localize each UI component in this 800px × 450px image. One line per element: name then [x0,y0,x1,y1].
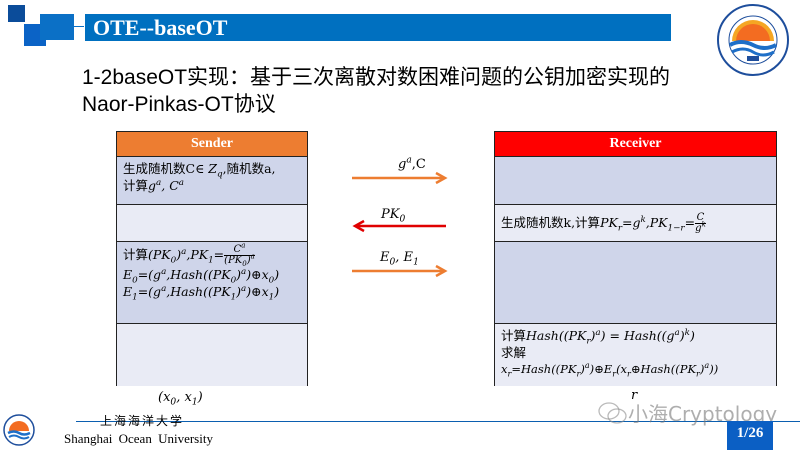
receiver-row-1 [495,157,776,205]
slide-subtitle: 1-2baseOT实现：基于三次离散对数困难问题的公钥加密实现的 Naor-Pi… [82,64,762,118]
sender-step-2-line-1: 计算(PK0)a,PK1=Ca(PK0)a [123,241,255,268]
footer-university-cn: 上海海洋大学 [100,414,185,428]
subtitle-line-2: Naor-Pinkas-OT协议 [82,93,276,116]
footer-university-en: Shanghai Ocean University [64,431,213,446]
arrow-left-icon [352,219,446,233]
wechat-icon [598,402,627,424]
receiver-row-3 [495,242,776,324]
message-3-label: E0, E1 [380,250,419,268]
decor-line [74,26,84,27]
page-number-badge: 1/26 [727,421,773,450]
sender-step-1-line-1: 生成随机数C∈ Zq,随机数a, [123,161,276,180]
receiver-step-2-line-2: 求解 [501,345,527,360]
receiver-step-2-line-3: xr=Hash((PKr)a)⊕Er(xr⊕Hash((PKr)a)) [501,361,719,379]
message-1-label: ga,C [398,155,426,172]
decor-square-1 [8,5,25,22]
university-logo [717,4,789,76]
subtitle-line-1: 1-2baseOT实现：基于三次离散对数困难问题的公钥加密实现的 [82,66,671,89]
sender-row-2 [117,205,307,242]
sender-step-2-line-3: E1=(ga,Hash((PK1)a)⊕x1) [123,283,280,303]
footer-university-logo [3,414,35,446]
sender-step-1-line-2: 计算ga, Ca [123,177,184,193]
receiver-input-label: r [631,388,638,403]
footer-divider [76,421,800,422]
sender-step-2-line-2: E0=(ga,Hash((PK0)a)⊕x0) [123,266,280,286]
receiver-header: Receiver [495,132,776,157]
decor-square-3 [40,14,74,40]
sender-row-4 [117,324,307,386]
title-bar: OTE--baseOT [85,14,671,41]
sender-row-1: 生成随机数C∈ Zq,随机数a, 计算ga, Ca [117,157,307,205]
sender-table: Sender 生成随机数C∈ Zq,随机数a, 计算ga, Ca 计算(PK0)… [116,131,308,386]
arrow-right-1-icon [352,171,448,185]
sender-input-label: (x0, x1) [158,390,203,408]
message-2-label: PK0 [381,207,406,225]
receiver-row-4: 计算Hash((PKr)a) = Hash((ga)k) 求解 xr=Hash(… [495,324,776,386]
slide-title: OTE--baseOT [93,15,228,40]
sender-header: Sender [117,132,307,157]
receiver-step-2-line-1: 计算Hash((PKr)a) = Hash((ga)k) [501,327,695,347]
sender-row-3: 计算(PK0)a,PK1=Ca(PK0)a E0=(ga,Hash((PK0)a… [117,242,307,324]
arrow-right-2-icon [352,264,448,278]
